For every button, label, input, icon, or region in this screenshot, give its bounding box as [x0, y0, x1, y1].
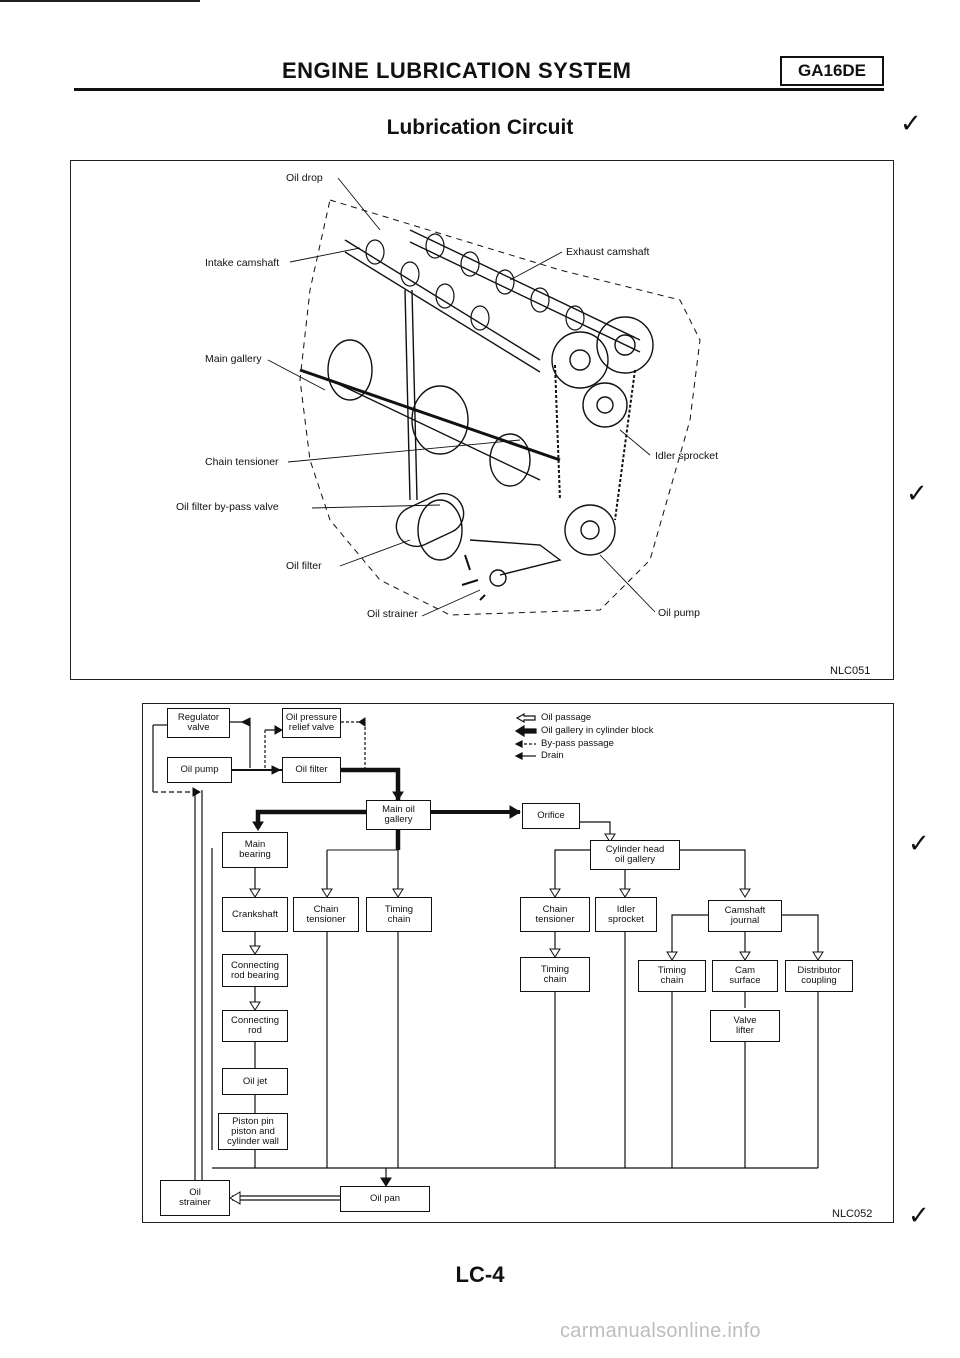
revision-check-icon: ✓ — [900, 108, 922, 138]
box-main-bearing: Main bearing — [222, 832, 288, 868]
figure-flow-chart — [142, 703, 894, 1223]
box-chain-tensioner-right: Chain tensioner — [520, 897, 590, 932]
box-oil-jet: Oil jet — [222, 1068, 288, 1095]
box-orifice: Orifice — [522, 803, 580, 829]
header-title: ENGINE LUBRICATION SYSTEM — [282, 58, 632, 83]
box-oil-pressure-relief-valve: Oil pressure relief valve — [282, 708, 341, 738]
watermark: carmanualsonline.info — [560, 1320, 761, 1342]
label-idler-sprocket: Idler sprocket — [655, 450, 719, 462]
legend-drain: Drain — [541, 750, 564, 761]
page-number: LC-4 — [455, 1262, 505, 1287]
box-connecting-rod-bearing: Connecting rod bearing — [222, 954, 288, 987]
legend-oil-gallery: Oil gallery in cylinder block — [541, 725, 654, 736]
box-cylinder-head-oil-gallery: Cylinder head oil gallery — [590, 840, 680, 870]
box-connecting-rod: Connecting rod — [222, 1010, 288, 1042]
legend-oil-passage: Oil passage — [541, 712, 592, 723]
engine-code-badge: GA16DE — [780, 56, 884, 86]
box-piston-pin: Piston pin piston and cylinder wall — [218, 1113, 288, 1150]
box-timing-chain-right-1: Timing chain — [520, 957, 590, 992]
box-cam-surface: Cam surface — [712, 960, 778, 992]
label-chain-tensioner: Chain tensioner — [205, 456, 279, 468]
box-distributor-coupling: Distributor coupling — [785, 960, 853, 992]
box-regulator-valve: Regulator valve — [167, 708, 230, 738]
top-rule — [0, 0, 200, 2]
label-oil-pump: Oil pump — [658, 607, 701, 619]
label-intake-camshaft: Intake camshaft — [205, 257, 280, 269]
label-exhaust-camshaft: Exhaust camshaft — [566, 246, 650, 258]
figure-engine-diagram — [70, 160, 894, 680]
box-valve-lifter: Valve lifter — [710, 1010, 780, 1042]
label-main-gallery: Main gallery — [205, 353, 262, 365]
header-rule — [74, 88, 884, 91]
box-crankshaft: Crankshaft — [222, 897, 288, 932]
section-title: Lubrication Circuit — [386, 116, 574, 139]
box-chain-tensioner-left: Chain tensioner — [293, 897, 359, 932]
label-oil-filter: Oil filter — [286, 560, 322, 572]
label-oil-drop: Oil drop — [286, 172, 323, 184]
figure1-code: NLC051 — [830, 665, 871, 677]
revision-check-icon: ✓ — [906, 478, 928, 508]
box-oil-filter: Oil filter — [282, 757, 341, 783]
box-oil-pump: Oil pump — [167, 757, 232, 783]
box-oil-strainer: Oil strainer — [160, 1180, 230, 1216]
revision-check-icon: ✓ — [908, 828, 930, 858]
box-camshaft-journal: Camshaft journal — [708, 900, 782, 932]
figure2-code: NLC052 — [832, 1208, 873, 1220]
box-idler-sprocket: Idler sprocket — [595, 897, 657, 932]
box-timing-chain-right-2: Timing chain — [638, 960, 706, 992]
legend-bypass-passage: By-pass passage — [541, 738, 614, 749]
label-oil-strainer: Oil strainer — [367, 608, 418, 620]
box-timing-chain-left: Timing chain — [366, 897, 432, 932]
revision-check-icon: ✓ — [908, 1200, 930, 1230]
box-main-oil-gallery: Main oil gallery — [366, 800, 431, 830]
label-oil-filter-bypass-valve: Oil filter by-pass valve — [176, 501, 279, 513]
box-oil-pan: Oil pan — [340, 1186, 430, 1212]
